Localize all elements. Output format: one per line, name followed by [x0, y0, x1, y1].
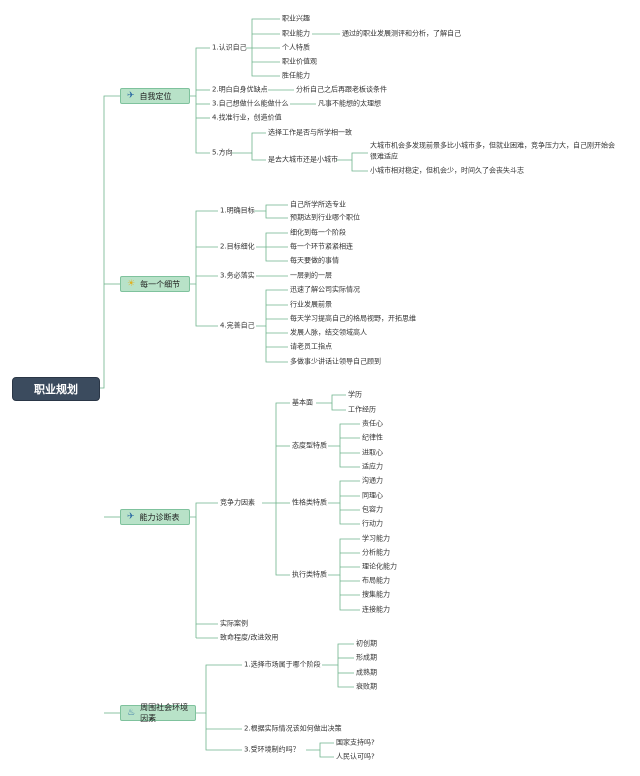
node[interactable]: 性格类特质: [292, 498, 327, 507]
leaf[interactable]: 行业发展前景: [290, 300, 332, 309]
leaf[interactable]: 细化到每一个阶段: [290, 228, 346, 237]
leaf[interactable]: 学习能力: [362, 534, 390, 543]
note[interactable]: 大城市机会多发现前景多比小城市多，但就业困难，竞争压力大，自己刚开始会: [370, 141, 615, 150]
node[interactable]: 2.根据实际情况该如何做出决策: [244, 724, 342, 733]
branch-label: 能力诊断表: [139, 512, 180, 522]
leaf[interactable]: 迅速了解公司实际情况: [290, 285, 360, 294]
note[interactable]: 一层剥的一层: [290, 271, 332, 280]
leaf[interactable]: 每一个环节紧紧相连: [290, 242, 353, 251]
flame-icon: ♨: [127, 707, 136, 718]
leaf[interactable]: 自己所学所选专业: [290, 200, 346, 209]
leaf[interactable]: 人民认可吗?: [336, 752, 375, 761]
leaf[interactable]: 职业兴趣: [282, 14, 310, 23]
paper-plane-icon: ✈: [127, 90, 135, 101]
node[interactable]: 3.受环境制约吗？: [244, 745, 300, 754]
note: 很难适应: [370, 152, 398, 161]
leaf[interactable]: 选择工作是否与所学相一致: [268, 128, 352, 137]
node[interactable]: 态度型特质: [292, 441, 327, 450]
root-label: 职业规划: [34, 383, 78, 396]
root-node[interactable]: 职业规划: [12, 377, 100, 401]
leaf[interactable]: 请老员工指点: [290, 342, 332, 351]
leaf[interactable]: 工作经历: [348, 405, 376, 414]
node[interactable]: 4.完善自己: [220, 321, 255, 330]
leaf[interactable]: 胜任能力: [282, 71, 310, 80]
node-direction[interactable]: 5.方向: [212, 148, 233, 157]
node[interactable]: 致命程度/改进效用: [220, 633, 279, 642]
leaf[interactable]: 衰败期: [356, 682, 377, 691]
node[interactable]: 1.选择市场属于哪个阶段: [244, 660, 321, 669]
note[interactable]: 小城市相对稳定，但机会少，时间久了会丧失斗志: [370, 166, 524, 175]
leaf[interactable]: 初创期: [356, 639, 377, 648]
leaf[interactable]: 分析能力: [362, 548, 390, 557]
node[interactable]: 竞争力因素: [220, 498, 255, 507]
leaf[interactable]: 国家支持吗?: [336, 738, 375, 747]
branch-label: 周围社会环境因素: [140, 703, 189, 723]
leaf[interactable]: 连接能力: [362, 605, 390, 614]
leaf[interactable]: 成熟期: [356, 668, 377, 677]
node[interactable]: 2.明白自身优缺点: [212, 85, 268, 94]
leaf[interactable]: 每天学习提高自己的格局视野，开拓思维: [290, 314, 416, 323]
branch-ability-diagnosis[interactable]: ✈ 能力诊断表: [120, 509, 190, 525]
leaf[interactable]: 同理心: [362, 491, 383, 500]
branch-self-positioning[interactable]: ✈ 自我定位: [120, 88, 190, 104]
node[interactable]: 1.明确目标: [220, 206, 255, 215]
note[interactable]: 通过的职业发展测评和分析，了解自己: [342, 29, 461, 38]
leaf[interactable]: 理论化能力: [362, 562, 397, 571]
leaf[interactable]: 布局能力: [362, 576, 390, 585]
leaf[interactable]: 纪律性: [362, 433, 383, 442]
leaf[interactable]: 多做事少讲话让领导自己顾到: [290, 357, 381, 366]
node[interactable]: 4.找准行业，创造价值: [212, 113, 282, 122]
node-know-yourself[interactable]: 1.认识自己: [212, 43, 247, 52]
node[interactable]: 2.目标细化: [220, 242, 255, 251]
leaf[interactable]: 包容力: [362, 505, 383, 514]
branch-label: 每一个细节: [140, 279, 181, 289]
leaf[interactable]: 职业价值观: [282, 57, 317, 66]
leaf[interactable]: 预期达到行业哪个职位: [290, 213, 360, 222]
node[interactable]: 3.务必落实: [220, 271, 255, 280]
node[interactable]: 基本面: [292, 398, 313, 407]
leaf[interactable]: 每天要做的事情: [290, 256, 339, 265]
leaf[interactable]: 责任心: [362, 419, 383, 428]
paper-plane-icon: ✈: [127, 511, 135, 522]
leaf[interactable]: 进取心: [362, 448, 383, 457]
note[interactable]: 分析自己之后再跟老板谈条件: [296, 85, 387, 94]
leaf[interactable]: 行动力: [362, 519, 383, 528]
leaf[interactable]: 学历: [348, 390, 362, 399]
branch-social-environment[interactable]: ♨ 周围社会环境因素: [120, 703, 196, 723]
leaf[interactable]: 职业能力: [282, 29, 310, 38]
branch-label: 自我定位: [139, 91, 172, 101]
leaf[interactable]: 发展人脉，结交领域高人: [290, 328, 367, 337]
sun-icon: ☀: [127, 278, 136, 289]
node[interactable]: 实际案例: [220, 619, 248, 628]
branch-every-detail[interactable]: ☀ 每一个细节: [120, 276, 190, 292]
leaf[interactable]: 沟通力: [362, 476, 383, 485]
leaf[interactable]: 搜集能力: [362, 590, 390, 599]
node[interactable]: 3.自己想做什么能做什么: [212, 99, 289, 108]
leaf[interactable]: 个人特质: [282, 43, 310, 52]
note[interactable]: 凡事不能想的太理想: [318, 99, 381, 108]
node[interactable]: 执行类特质: [292, 570, 327, 579]
leaf[interactable]: 适应力: [362, 462, 383, 471]
leaf[interactable]: 形成期: [356, 653, 377, 662]
node[interactable]: 是去大城市还是小城市: [268, 155, 338, 164]
